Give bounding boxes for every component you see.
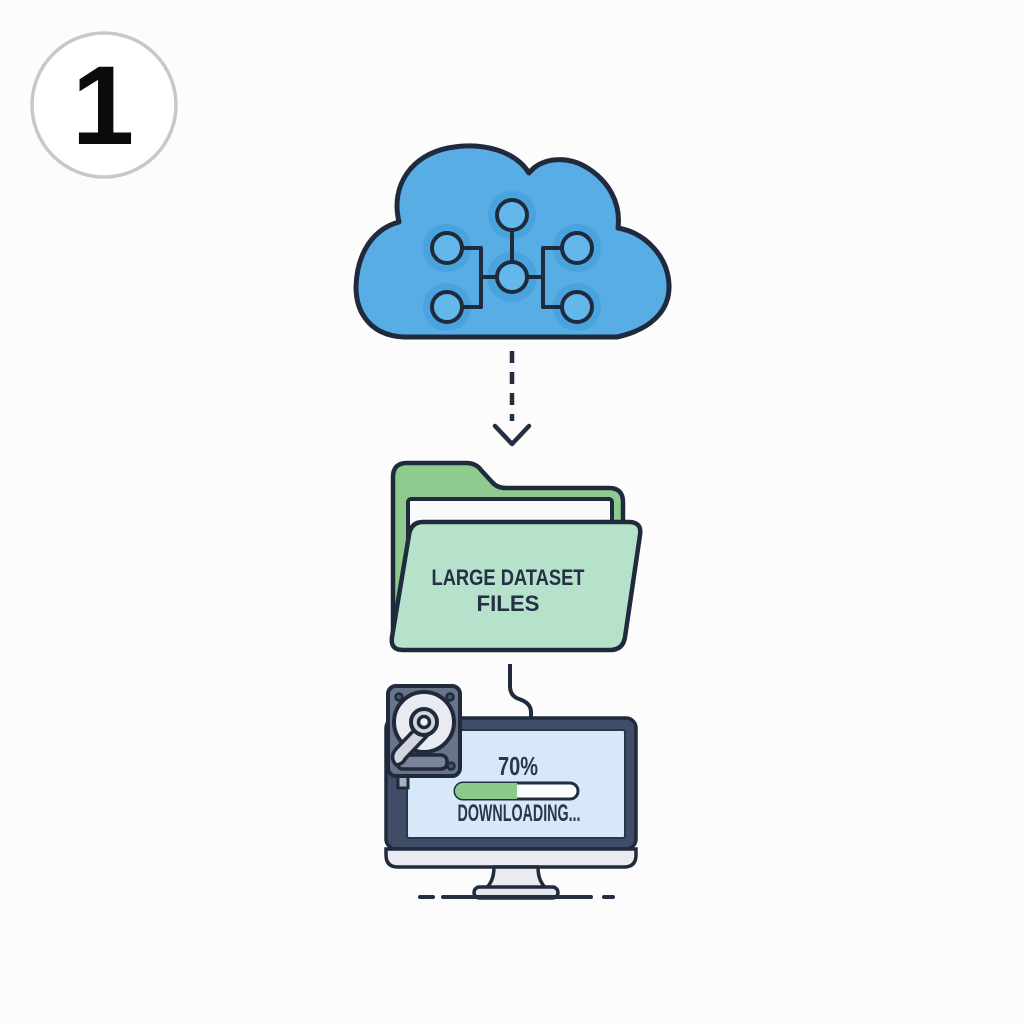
dashed-down-arrow-icon (492, 351, 532, 447)
arrow-head-icon (492, 423, 532, 447)
dataset-folder: LARGE DATASET FILES (389, 460, 643, 653)
monitor-chin (384, 847, 638, 869)
cloud-network-icon (353, 143, 672, 340)
connector-wire (508, 664, 533, 721)
network-nodes (430, 198, 594, 324)
download-percent: 70% (498, 751, 538, 781)
download-status: DOWNLOADING... (458, 800, 581, 827)
folder-label-line1: LARGE DATASET (432, 565, 585, 590)
hard-disk-icon (386, 684, 462, 790)
hdd-hub-inner (416, 714, 432, 730)
folder-front (389, 519, 643, 653)
hdd-screws (394, 692, 456, 771)
network-edges (462, 230, 562, 309)
step-badge: 1 (30, 31, 178, 179)
progress-fill (455, 783, 517, 799)
folder-label-line2: FILES (477, 591, 540, 616)
step-badge-circle (30, 31, 178, 179)
step-number: 1 (72, 43, 134, 168)
